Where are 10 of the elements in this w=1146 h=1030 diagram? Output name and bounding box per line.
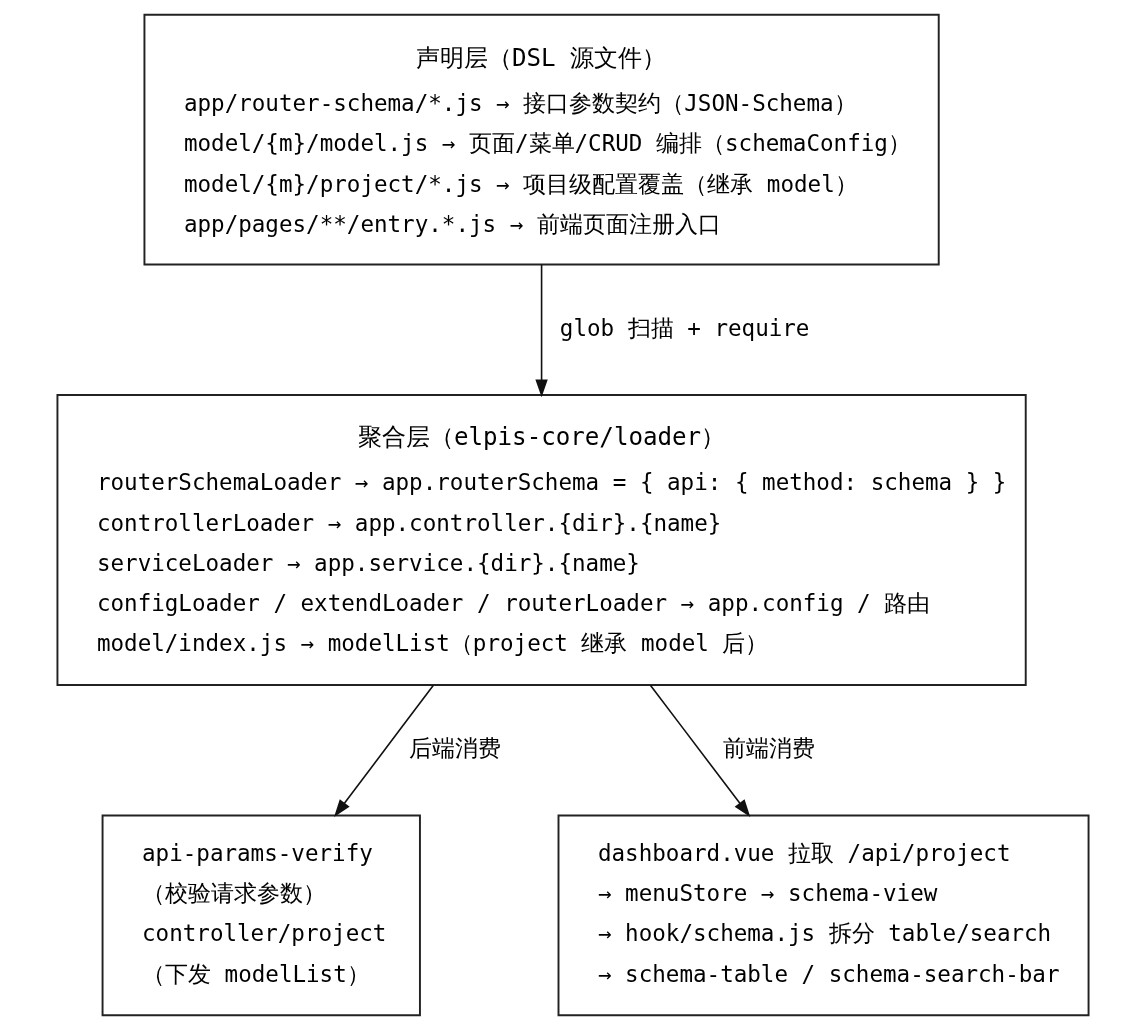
arrow <box>649 684 751 818</box>
node-box: 声明层（DSL 源文件） app/router-schema/*.js → 接口参数契约（JSON-Schema） model/{m}/model.js → 页面/菜单/CRUD 编排（schemaConfig） model/{m}/project/*.js → 项目级配置覆盖（继承 model） app/pages/**/entry.*.js → 前端页面注册入口 <box>143 13 940 266</box>
edge-label: 前端消费 <box>723 735 816 762</box>
arrow <box>334 684 434 818</box>
node-box: dashboard.vue 拉取 /api/project → menuStore → schema-view → hook/schema.js 拆分 table/search → schema-table / schema-search-bar <box>557 814 1090 1017</box>
arrow <box>535 263 548 398</box>
node-box: 聚合层（elpis-core/loader） routerSchemaLoader → app.routerSchema = { api: { method: schema } } controllerLoader → app.controller.{dir}.{name} serviceLoader → app.service.{dir}.{name} configLoader / extendLoader / routerLoader → app.config / 路由 model/index.js → modelList（project 继承 model 后） <box>56 394 1027 686</box>
edge-label: 后端消费 <box>409 735 502 762</box>
node-box: api-params-verify （校验请求参数） controller/project （下发 modelList） <box>101 814 421 1017</box>
edge-label: glob 扫描 + require <box>559 314 810 341</box>
